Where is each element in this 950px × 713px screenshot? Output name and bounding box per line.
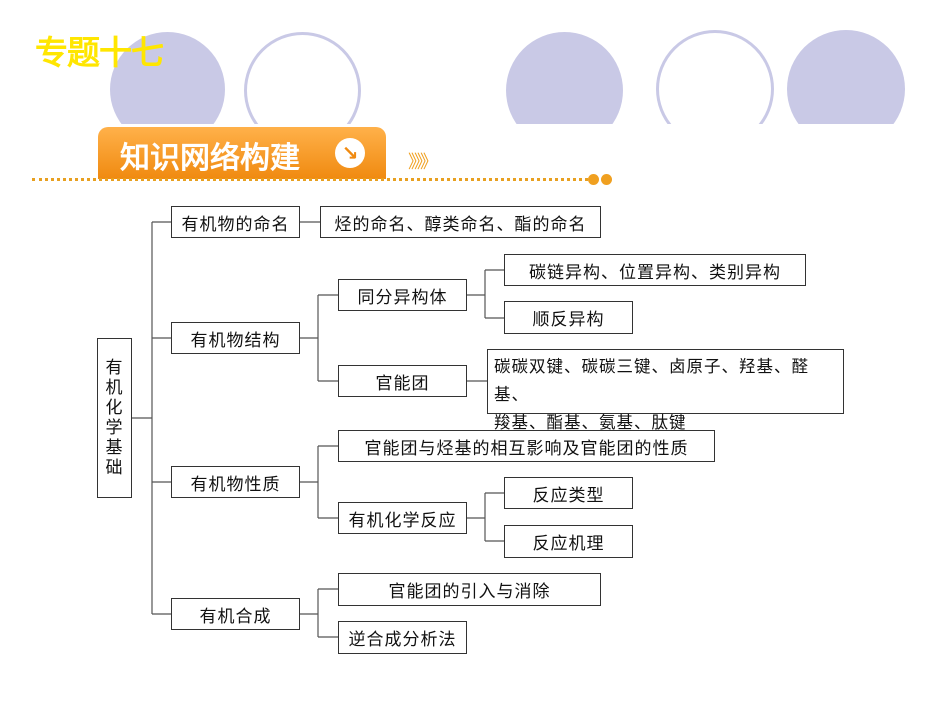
node-isomer-type-2: 顺反异构 <box>504 301 633 334</box>
arrow-circle-icon: ↘ <box>335 138 365 168</box>
node-isomer-type-1: 碳链异构、位置异构、类别异构 <box>504 254 806 286</box>
chevron-right-icon: 》》》 <box>408 152 438 173</box>
node-functional-group-list: 碳碳双键、碳碳三键、卤原子、羟基、醛基、 羧基、酯基、氨基、肽键 <box>487 349 844 432</box>
divider-dot <box>588 174 599 185</box>
root-char: 学 <box>105 418 124 438</box>
fg-line-1: 碳碳双键、碳碳三键、卤原子、羟基、醛基、 <box>494 357 809 404</box>
node-synthesis-retro: 逆合成分析法 <box>338 621 467 654</box>
topic-title: 专题十七 <box>35 33 164 72</box>
divider-dot <box>601 174 612 185</box>
root-char: 基 <box>105 438 124 458</box>
node-structure: 有机物结构 <box>171 322 300 354</box>
node-property: 有机物性质 <box>171 466 300 498</box>
root-char: 机 <box>105 378 124 398</box>
node-isomer: 同分异构体 <box>338 279 467 311</box>
root-char: 有 <box>105 358 124 378</box>
node-synthesis-intro: 官能团的引入与消除 <box>338 573 601 606</box>
node-naming-detail: 烃的命名、醇类命名、酯的命名 <box>320 206 601 238</box>
root-node: 有 机 化 学 基 础 <box>97 338 132 498</box>
node-reaction: 有机化学反应 <box>338 502 467 534</box>
node-synthesis: 有机合成 <box>171 598 300 630</box>
node-reaction-mechanism: 反应机理 <box>504 525 633 558</box>
dotted-divider <box>32 178 588 181</box>
root-char: 化 <box>105 398 124 418</box>
node-naming: 有机物的命名 <box>171 206 300 238</box>
root-char: 础 <box>105 458 124 478</box>
banner-title: 知识网络构建 <box>120 141 300 176</box>
node-reaction-type: 反应类型 <box>504 477 633 509</box>
fg-line-2: 羧基、酯基、氨基、肽键 <box>494 413 687 432</box>
node-functional-group: 官能团 <box>338 365 467 397</box>
section-banner: 知识网络构建 ↘ <box>98 127 386 179</box>
node-property-influence: 官能团与烃基的相互影响及官能团的性质 <box>338 430 715 462</box>
